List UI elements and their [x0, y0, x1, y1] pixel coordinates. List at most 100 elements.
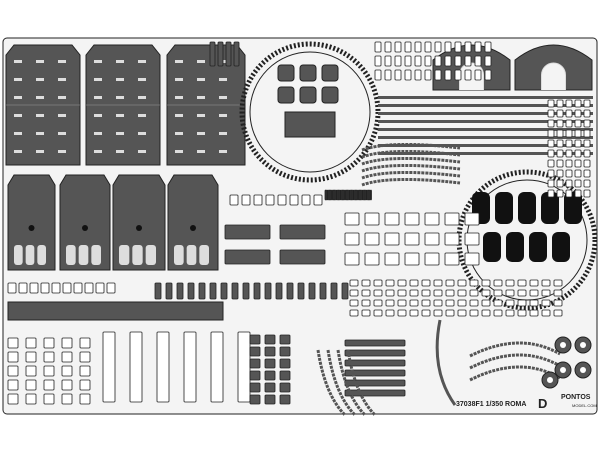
etched-part: [220, 282, 228, 300]
etched-part: [333, 189, 336, 201]
etched-part: [553, 279, 563, 287]
pocket: [552, 232, 570, 262]
etched-part: [404, 212, 420, 226]
etched-part: [225, 41, 232, 67]
etched-part: [469, 299, 479, 307]
etched-part: [217, 41, 224, 67]
panel-detail: [175, 150, 183, 153]
etched-part: [43, 379, 55, 391]
etched-part: [529, 309, 539, 317]
etched-part: [187, 282, 195, 300]
etched-part: [275, 282, 283, 300]
panel-detail: [36, 78, 44, 81]
etched-part: [547, 99, 555, 108]
etched-part: [350, 189, 353, 201]
brand-url: MODEL.COM: [572, 403, 597, 408]
etched-part: [337, 189, 340, 201]
etched-part: [43, 393, 55, 405]
curved-rail: [326, 349, 357, 417]
etched-part: [7, 365, 19, 377]
etched-part: [424, 55, 432, 67]
panel-detail: [138, 132, 146, 135]
panel-detail: [197, 60, 205, 63]
etched-part: [364, 189, 367, 201]
brand-logo: PONTOS: [561, 394, 591, 401]
etched-part: [434, 55, 442, 67]
etched-part: [481, 309, 491, 317]
etched-part: [574, 99, 582, 108]
etched-part: [18, 282, 28, 294]
etched-part: [583, 119, 591, 128]
etched-part: [368, 189, 371, 201]
etched-part: [444, 69, 452, 81]
etched-part: [279, 249, 326, 265]
etched-part: [367, 189, 370, 201]
etched-part: [409, 309, 419, 317]
etched-part: [344, 212, 360, 226]
panel-detail: [138, 78, 146, 81]
etched-part: [464, 69, 472, 81]
etched-part: [25, 379, 37, 391]
etched-part: [433, 299, 443, 307]
etched-part: [374, 55, 382, 67]
etched-part: [209, 41, 216, 67]
shield-hole: [190, 225, 196, 231]
etched-part: [370, 189, 372, 201]
hatch-part: [321, 64, 339, 82]
panel-detail: [94, 114, 102, 117]
etched-part: [574, 159, 582, 168]
panel-detail: [116, 96, 124, 99]
etched-part: [385, 309, 395, 317]
etched-part: [464, 212, 480, 226]
panel-detail: [197, 96, 205, 99]
etched-part: [253, 282, 261, 300]
etched-part: [349, 189, 352, 201]
etched-part: [353, 189, 356, 201]
etched-part: [364, 212, 380, 226]
etched-part: [547, 119, 555, 128]
etched-part: [421, 279, 431, 287]
curved-rail: [346, 349, 377, 417]
etched-part: [29, 282, 39, 294]
etched-part: [79, 351, 91, 363]
etched-part: [330, 282, 338, 300]
etched-part: [409, 299, 419, 307]
etched-part: [249, 334, 261, 345]
etched-part: [464, 252, 480, 266]
etched-part: [25, 393, 37, 405]
etched-part: [541, 279, 551, 287]
etched-part: [464, 41, 472, 53]
hatch-part: [321, 86, 339, 104]
hatch-part: [277, 64, 295, 82]
etched-part: [556, 149, 564, 158]
curved-rail: [469, 341, 561, 358]
etched-part: [434, 69, 442, 81]
etched-part: [154, 282, 162, 300]
dome-opening: [541, 62, 566, 90]
etched-part: [344, 189, 346, 201]
etched-part: [469, 289, 479, 297]
panel-detail: [36, 132, 44, 135]
etched-part: [384, 232, 400, 246]
etched-part: [421, 289, 431, 297]
etched-part: [95, 282, 105, 294]
panel-detail: [14, 114, 22, 117]
etched-part: [249, 358, 261, 369]
panel-detail: [94, 150, 102, 153]
panel-detail: [36, 96, 44, 99]
etched-part: [493, 279, 503, 287]
etched-part: [454, 41, 462, 53]
etched-part: [279, 334, 291, 345]
etched-part: [565, 169, 573, 178]
etched-part: [556, 189, 564, 198]
etched-part: [394, 55, 402, 67]
etched-part: [344, 349, 406, 357]
etched-part: [493, 289, 503, 297]
etched-part: [344, 339, 406, 347]
rail-part: [378, 120, 593, 123]
etched-part: [505, 309, 515, 317]
etched-part: [583, 99, 591, 108]
etched-part: [409, 289, 419, 297]
etched-part: [547, 129, 555, 138]
shield-hole: [136, 225, 142, 231]
